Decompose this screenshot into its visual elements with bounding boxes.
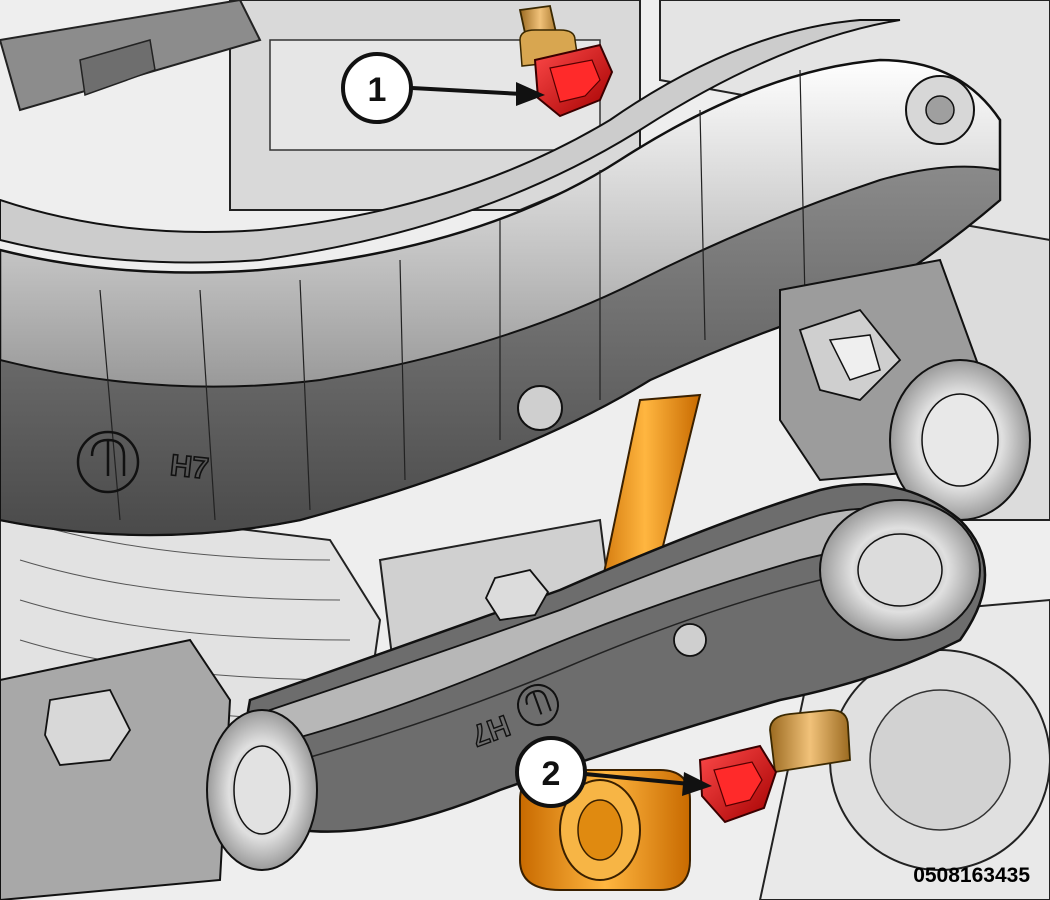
callout-2: 2 (515, 736, 712, 808)
recycle-mark-upper (76, 430, 140, 494)
lower-left-bracket (0, 638, 318, 900)
callout-2-label: 2 (542, 755, 561, 793)
callout-1-label: 1 (368, 71, 387, 109)
lower-control-arm: H7 (244, 483, 987, 833)
upper-bolt-assembly (518, 4, 614, 118)
right-bracket (779, 258, 1031, 521)
callout-1: 1 (341, 52, 545, 124)
recycle-mark-lower (517, 684, 559, 726)
upper-control-arm: H7 (0, 19, 1002, 537)
figure-reference-code: 0508163435 (913, 864, 1030, 887)
middle-nut (484, 568, 550, 621)
upper-arm-stamp: H7 (169, 449, 211, 486)
lower-bolt-assembly (698, 709, 851, 824)
